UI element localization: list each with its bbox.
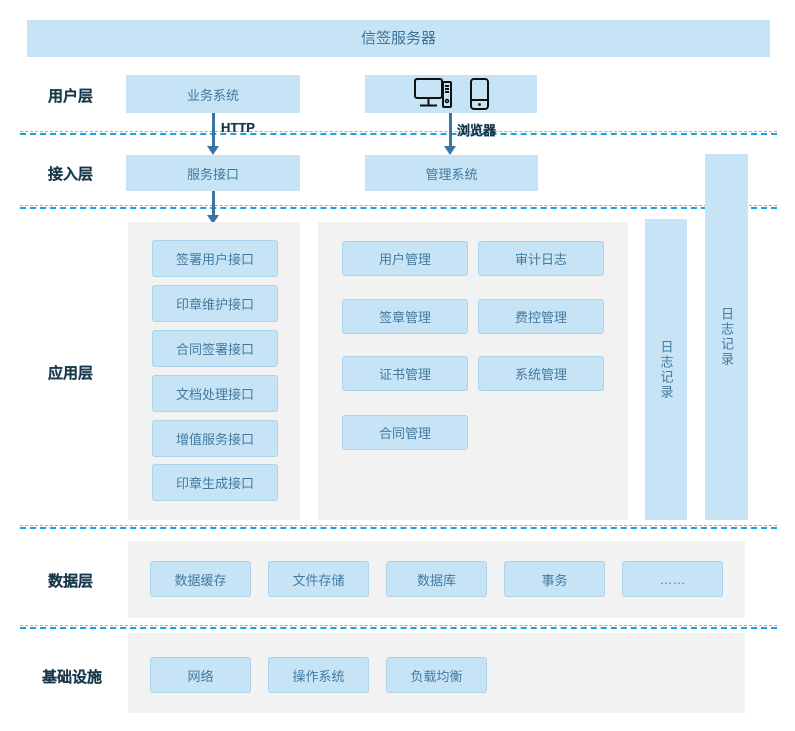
http-arrow-line xyxy=(212,113,215,147)
layer-label-access: 接入层 xyxy=(48,166,94,183)
service-arrow-line xyxy=(212,191,215,216)
module-box-cert-mgmt: 证书管理 xyxy=(342,356,468,391)
data-box-file: 文件存储 xyxy=(268,561,369,597)
layer-label-app: 应用层 xyxy=(48,365,94,382)
log-bar-outer-label: 日志记录 xyxy=(719,307,734,367)
module-box-contract-mgmt: 合同管理 xyxy=(342,415,468,450)
diagram-title: 信签服务器 xyxy=(27,20,770,57)
infra-box-network: 网络 xyxy=(150,657,251,693)
infra-box-os: 操作系统 xyxy=(268,657,369,693)
interface-box-2: 印章维护接口 xyxy=(152,285,278,322)
smartphone-icon xyxy=(469,77,490,111)
module-box-seal-mgmt: 签章管理 xyxy=(342,299,468,334)
separator-user-access xyxy=(20,131,777,135)
interface-box-6: 印章生成接口 xyxy=(152,464,278,501)
infra-box-loadbalancer: 负载均衡 xyxy=(386,657,487,693)
module-box-system-mgmt: 系统管理 xyxy=(478,356,604,391)
layer-label-data: 数据层 xyxy=(48,573,94,590)
log-bar-outer: 日志记录 xyxy=(705,154,748,520)
data-box-cache: 数据缓存 xyxy=(150,561,251,597)
log-bar-inner: 日志记录 xyxy=(645,219,687,520)
layer-label-user: 用户层 xyxy=(48,88,94,105)
browser-arrow-line xyxy=(449,113,452,147)
module-box-audit-log: 审计日志 xyxy=(478,241,604,276)
log-bar-inner-label: 日志记录 xyxy=(658,339,674,400)
business-system-box: 业务系统 xyxy=(126,75,300,113)
client-devices-box xyxy=(365,75,537,113)
service-arrow-head xyxy=(207,215,219,224)
separator-access-app xyxy=(20,205,777,209)
interface-box-3: 合同签署接口 xyxy=(152,330,278,367)
data-box-transaction: 事务 xyxy=(504,561,605,597)
service-interface-box: 服务接口 xyxy=(126,155,300,191)
data-box-db: 数据库 xyxy=(386,561,487,597)
http-arrow-label: HTTP xyxy=(221,120,255,135)
http-arrow-head xyxy=(207,146,219,155)
module-box-user-mgmt: 用户管理 xyxy=(342,241,468,276)
separator-data-infra xyxy=(20,625,777,629)
interface-box-1: 签署用户接口 xyxy=(152,240,278,277)
browser-arrow-head xyxy=(444,146,456,155)
interface-box-5: 增值服务接口 xyxy=(152,420,278,457)
module-box-fee-mgmt: 费控管理 xyxy=(478,299,604,334)
interface-box-4: 文档处理接口 xyxy=(152,375,278,412)
management-system-box: 管理系统 xyxy=(365,155,538,191)
browser-arrow-label: 浏览器 xyxy=(457,123,497,138)
desktop-icon xyxy=(413,77,453,111)
separator-app-data xyxy=(20,525,777,529)
layer-label-infra: 基础设施 xyxy=(42,669,103,686)
data-box-ellipsis: …… xyxy=(622,561,723,597)
